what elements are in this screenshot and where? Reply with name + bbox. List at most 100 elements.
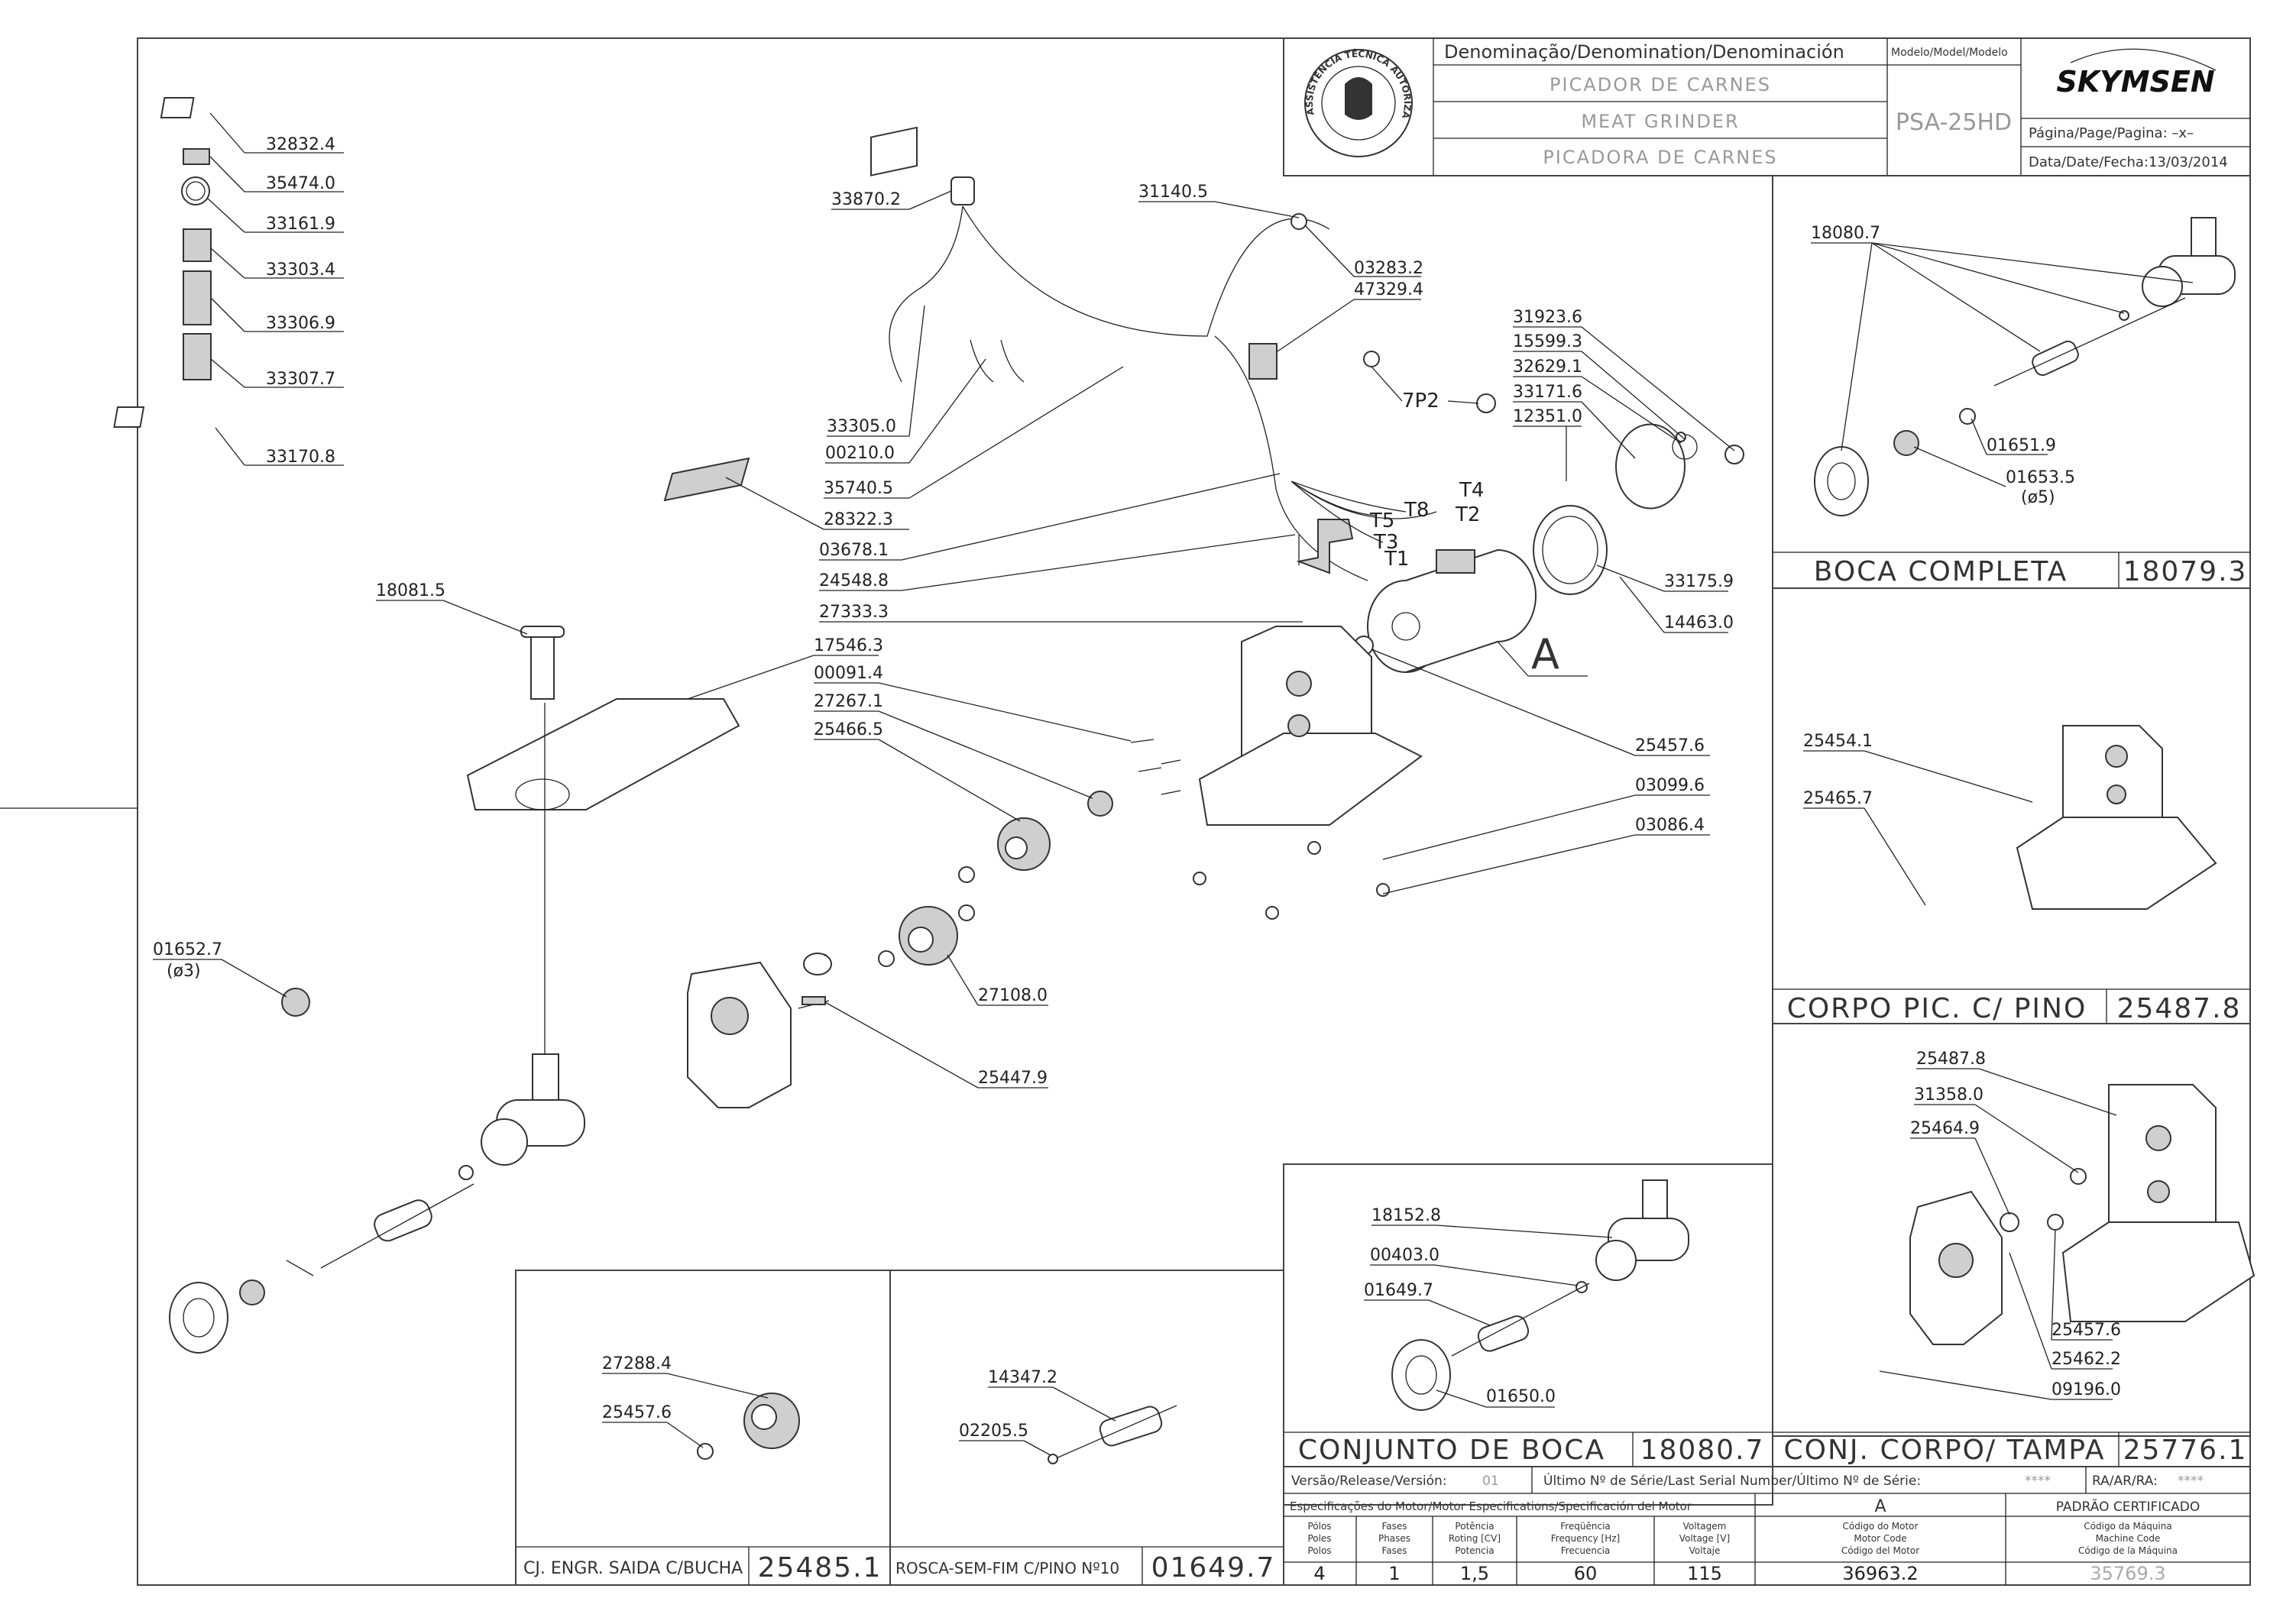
worm-screw (1099, 1406, 1163, 1447)
label-12351-0: 12351.0 (1513, 407, 1582, 426)
decal-33306-9 (183, 270, 212, 325)
bushing-main (803, 953, 832, 975)
conjunto-boca-panel: CONJUNTO DE BOCA 18080.7 18152.8 00403.0… (1283, 1163, 1773, 1506)
brand-logo: SKYMSEN (2056, 65, 2214, 99)
seal-text: ASSISTÊNCIA TÉCNICA AUTORIZADA (0, 0, 1413, 120)
cj-engr-code: 25485.1 (758, 1552, 882, 1584)
col-power-h2: Roting [CV] (1449, 1533, 1501, 1544)
col-power-h3: Potencia (1455, 1545, 1494, 1556)
label-25447-9: 25447.9 (978, 1069, 1048, 1088)
conj-corpo-panel: CONJ. CORPO/ TAMPA 25776.1 25487.8 31358… (1772, 1023, 2256, 1467)
label-33870-2: 33870.2 (831, 190, 901, 209)
model-value: PSA-25HD (1896, 109, 2012, 136)
label-32832-4: 32832.4 (266, 135, 335, 154)
page-label: Página/Page/Pagina: –x– (2029, 125, 2194, 141)
ring-nut-main (169, 1282, 228, 1354)
col-motor-code-h1: Código do Motor (1843, 1521, 1919, 1532)
auger (2032, 340, 2079, 377)
seal-figure-icon (1345, 77, 1372, 120)
label-t2: T2 (1455, 503, 1480, 526)
conjunto-boca-code: 18080.7 (1640, 1435, 1765, 1466)
ground-screw (1290, 213, 1307, 230)
label-01652-7: 01652.7 (153, 940, 222, 959)
col-poles-h3: Polos (1307, 1545, 1331, 1556)
date-label: Data/Date/Fecha:13/03/2014 (2029, 154, 2228, 170)
col-poles-h1: Pólos (1307, 1521, 1331, 1532)
ring-33161-9 (181, 176, 210, 205)
title-block: ASSISTÊNCIA TÉCNICA AUTORIZADA Denominaç… (0, 0, 2251, 176)
decal-32832-4 (160, 97, 195, 118)
label-03283-2: 03283.2 (1354, 259, 1423, 278)
label-31923-6: 31923.6 (1513, 308, 1582, 327)
ring-nut-b (1391, 1339, 1451, 1411)
col-poles-h2: Poles (1307, 1533, 1331, 1544)
label-25457-6-b: 25457.6 (2052, 1321, 2121, 1340)
drawing-frame (137, 37, 2251, 1586)
svg-text:ASSISTÊNCIA TÉCNICA AUTORIZADA: ASSISTÊNCIA TÉCNICA AUTORIZADA (0, 0, 1413, 120)
col-voltage-h3: Voltaje (1689, 1545, 1721, 1556)
label-03678-1: 03678.1 (819, 541, 889, 560)
label-25464-9: 25464.9 (1910, 1119, 1980, 1138)
label-01651-9: 01651.9 (1987, 436, 2056, 455)
logo-plate (663, 457, 750, 502)
label-25462-2: 25462.2 (2052, 1350, 2121, 1369)
label-01649-7: 01649.7 (1364, 1281, 1433, 1300)
label-33171-6: 33171.6 (1513, 383, 1582, 402)
perforated-disc (1893, 430, 1919, 456)
label-14347-2: 14347.2 (988, 1368, 1057, 1387)
ra-label: RA/AR/RA: (2092, 1474, 2158, 1489)
conj-corpo-code: 25776.1 (2123, 1435, 2248, 1466)
label-27288-4: 27288.4 (602, 1354, 672, 1373)
label-25457-6-c: 25457.6 (602, 1403, 672, 1422)
label-35740-5: 35740.5 (824, 479, 893, 498)
label-17546-3: 17546.3 (814, 636, 883, 655)
pinion-gear (1087, 791, 1113, 817)
grinding-plate-3mm (281, 988, 310, 1017)
boca-completa-code: 18079.3 (2123, 556, 2248, 587)
value-voltage: 115 (1687, 1563, 1722, 1584)
label-28322-3: 28322.3 (824, 510, 893, 529)
thermal-protector (1476, 393, 1496, 413)
col-power-h1: Potência (1455, 1521, 1494, 1532)
body-housing (2062, 725, 2163, 833)
label-31358-0: 31358.0 (1914, 1085, 1983, 1105)
version-value: 01 (1482, 1474, 1499, 1489)
name-es: PICADORA DE CARNES (1543, 147, 1777, 168)
label-33175-9: 33175.9 (1664, 572, 1734, 591)
cj-engr-title: CJ. ENGR. SAIDA C/BUCHA (523, 1559, 743, 1578)
main-exploded-view (113, 97, 1744, 1354)
label-33306-9: 33306.9 (266, 314, 335, 333)
ra-value: **** (2178, 1474, 2204, 1489)
label-03099-6: 03099.6 (1635, 776, 1705, 795)
label-o5: (ø5) (2021, 488, 2055, 507)
boca-completa-panel: BOCA COMPLETA 18079.3 18080.7 01651.9 01… (1772, 175, 2251, 589)
label-25466-5: 25466.5 (814, 720, 883, 739)
col-phases-h1: Fases (1381, 1521, 1407, 1532)
col-motor-code-h2: Motor Code (1854, 1533, 1906, 1544)
gear-cover-main (687, 961, 792, 1108)
main-labels: 32832.4 35474.0 33161.9 33303.4 33306.9 … (153, 112, 1735, 1089)
label-25457-6: 25457.6 (1635, 736, 1705, 755)
switch-lever (1296, 519, 1354, 574)
rosca-title: ROSCA-SEM-FIM C/PINO Nº10 (895, 1559, 1119, 1577)
power-plug (950, 176, 975, 205)
conjunto-boca-title: CONJUNTO DE BOCA (1298, 1435, 1605, 1466)
corpo-pic-title: CORPO PIC. C/ PINO (1787, 993, 2087, 1024)
conj-corpo-title: CONJ. CORPO/ TAMPA (1784, 1435, 2106, 1466)
label-7p2: 7P2 (1402, 390, 1439, 412)
label-00403-0: 00403.0 (1370, 1246, 1439, 1265)
pusher (530, 626, 555, 700)
serial-label: Último Nº de Série/Last Serial Number/Úl… (1543, 1472, 1921, 1489)
label-33303-4: 33303.4 (266, 260, 335, 280)
label-18152-8: 18152.8 (1371, 1206, 1441, 1225)
value-phases: 1 (1388, 1563, 1400, 1584)
label-01653-5: 01653.5 (2006, 468, 2075, 487)
label-27108-0: 27108.0 (978, 986, 1048, 1005)
col-freq-h2: Frequency [Hz] (1551, 1533, 1621, 1544)
fan-cover (1615, 423, 1686, 510)
label-33307-7: 33307.7 (266, 370, 335, 389)
label-motor-a: A (1531, 630, 1559, 678)
ring-nut (1814, 446, 1869, 516)
label-24548-8: 24548.8 (819, 571, 889, 590)
